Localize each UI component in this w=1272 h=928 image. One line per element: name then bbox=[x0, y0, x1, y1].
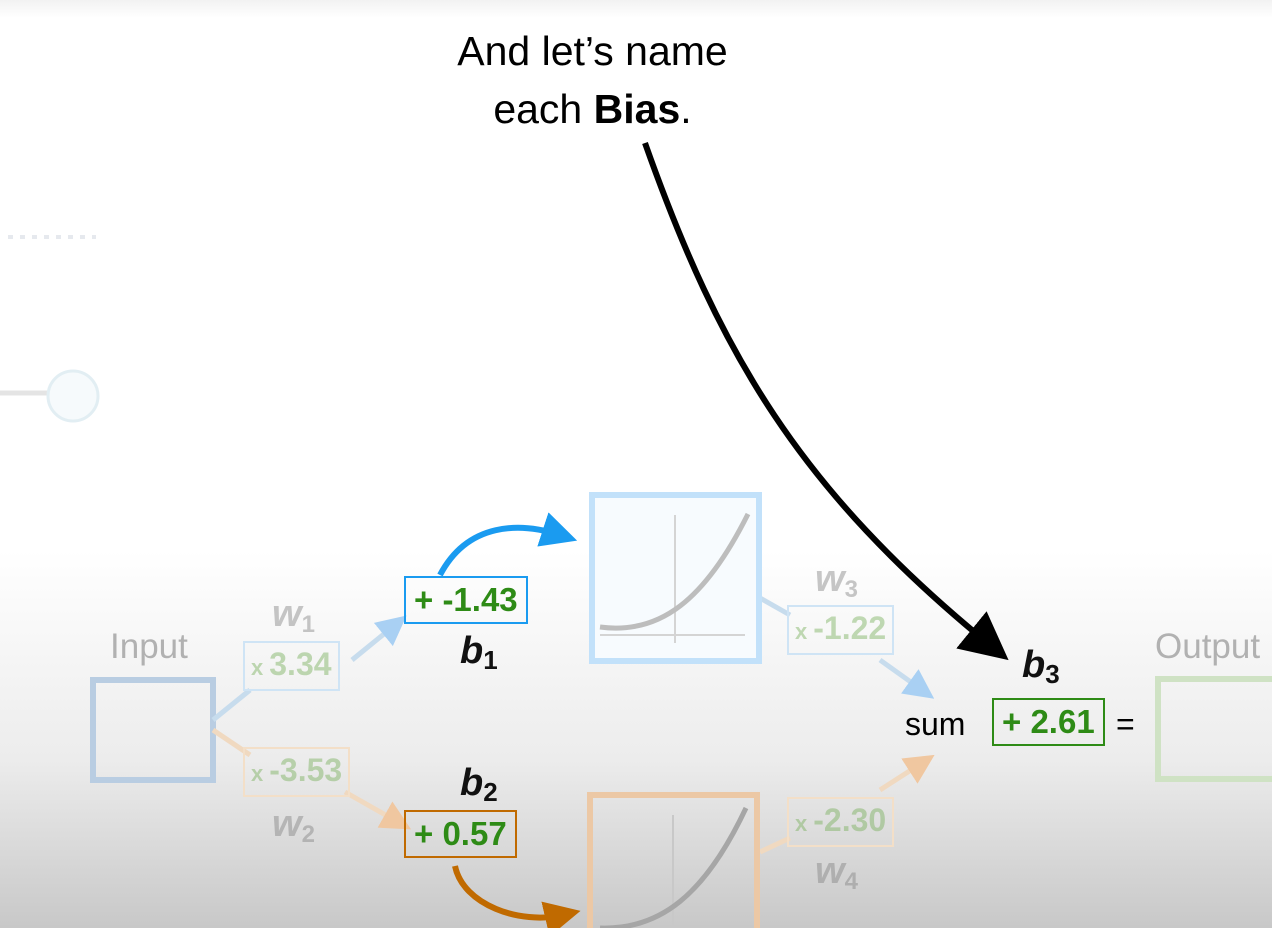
sum-label: sum bbox=[905, 706, 966, 742]
bias-box-b3: + 2.61 bbox=[992, 698, 1105, 746]
faint-background-node bbox=[0, 235, 100, 423]
bias-label-b2: b2 bbox=[460, 762, 498, 807]
weight-box-w2: x-3.53 bbox=[243, 747, 351, 797]
weight-label-w2: w2 bbox=[272, 803, 315, 848]
weight-label-w4: w4 bbox=[815, 850, 858, 895]
weight-box-w3: x-1.22 bbox=[787, 605, 895, 655]
weight-label-w1: w1 bbox=[272, 593, 315, 638]
activation-node-bottom bbox=[587, 792, 760, 928]
bias-box-b2: + 0.57 bbox=[404, 810, 517, 858]
callout-arrow bbox=[642, 141, 1009, 661]
bias-label-b3: b3 bbox=[1022, 644, 1060, 689]
bias-arrow-b2 bbox=[452, 865, 581, 928]
input-label: Input bbox=[110, 627, 188, 666]
bias-box-b1: + -1.43 bbox=[404, 576, 528, 624]
bias-arrow-b1 bbox=[437, 512, 578, 577]
weight-box-w4: x-2.30 bbox=[787, 797, 895, 847]
weight-label-w3: w3 bbox=[815, 558, 858, 603]
caption-line-2: each Bias. bbox=[493, 86, 692, 132]
output-label: Output bbox=[1155, 627, 1261, 666]
equals-sign: = bbox=[1116, 706, 1135, 742]
bias-label-b1: b1 bbox=[460, 630, 498, 675]
caption-line-1: And let’s name bbox=[457, 28, 728, 74]
caption-emphasis: Bias bbox=[593, 86, 681, 132]
output-node bbox=[1155, 676, 1272, 782]
caption: And let’s name each Bias. bbox=[340, 22, 845, 138]
input-node bbox=[90, 677, 216, 783]
activation-node-top bbox=[589, 492, 762, 664]
